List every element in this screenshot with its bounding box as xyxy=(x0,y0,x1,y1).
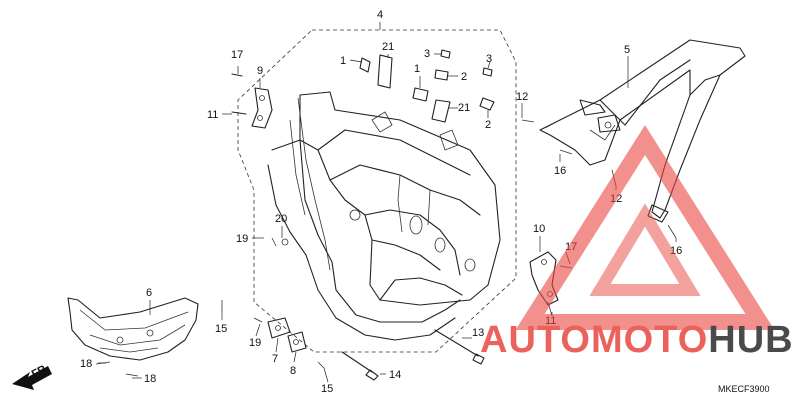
callout-15-left: 15 xyxy=(215,323,227,335)
skid-plate xyxy=(67,297,199,377)
callout-21-mid: 21 xyxy=(458,102,470,114)
front-indicator-label: FR. xyxy=(30,362,51,381)
watermark-text-moto: MOTO xyxy=(591,319,708,361)
callout-3-top: 3 xyxy=(424,48,430,60)
watermark-triangle-icon xyxy=(515,125,775,330)
callout-20: 20 xyxy=(275,213,287,225)
callout-3-right: 3 xyxy=(486,53,492,65)
callout-19-bottom: 19 xyxy=(249,337,261,349)
callout-19-top: 19 xyxy=(236,233,248,245)
svg-text:AUTOMOTOHUB: AUTOMOTOHUB xyxy=(480,319,794,361)
callout-11-left: 11 xyxy=(207,109,218,121)
callout-8: 8 xyxy=(290,365,296,377)
watermark-text-hub: HUB xyxy=(708,319,793,361)
watermark-text-auto: AUTO xyxy=(480,319,591,361)
callout-5: 5 xyxy=(624,44,630,56)
callout-14: 14 xyxy=(389,369,401,381)
callout-18-right: 18 xyxy=(144,373,156,385)
callout-1-mid: 1 xyxy=(414,63,420,75)
callout-7: 7 xyxy=(272,353,278,365)
bracket-9 xyxy=(231,73,273,129)
main-frame xyxy=(267,91,501,341)
callout-12-top: 12 xyxy=(516,91,528,103)
callout-2-top: 2 xyxy=(461,71,467,83)
callout-4: 4 xyxy=(377,9,383,21)
callout-15-bottom: 15 xyxy=(321,383,333,395)
callout-21-top: 21 xyxy=(382,41,394,53)
callout-16-left: 16 xyxy=(554,165,566,177)
callout-labels: 4 21 1 3 17 9 1 2 3 21 2 11 5 12 16 12 1… xyxy=(80,9,682,395)
catalog-code: MKECF3900 xyxy=(718,384,770,394)
front-direction-arrow: FR. xyxy=(12,362,52,390)
callout-1-top: 1 xyxy=(340,55,346,67)
small-bracket-parts xyxy=(359,49,495,123)
callout-18-left: 18 xyxy=(80,358,92,370)
callout-2-bottom: 2 xyxy=(485,119,491,131)
frame-assembly-outline xyxy=(237,29,517,353)
callout-9: 9 xyxy=(257,65,263,77)
rear-sub-frame xyxy=(521,39,746,239)
callout-10: 10 xyxy=(533,223,545,235)
callout-17-left: 17 xyxy=(231,49,243,61)
callout-6: 6 xyxy=(146,287,152,299)
callout-13: 13 xyxy=(472,327,484,339)
watermark-logo: AUTOMOTOHUB xyxy=(480,125,794,361)
lower-mount-parts xyxy=(221,237,485,381)
